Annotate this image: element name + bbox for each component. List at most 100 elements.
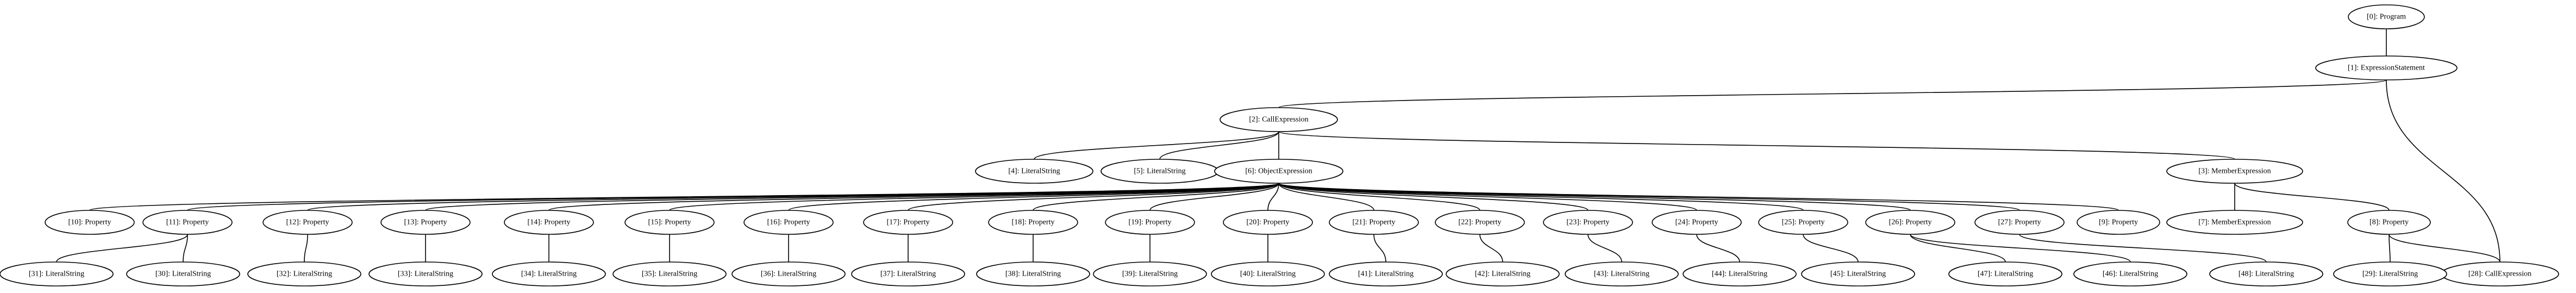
node-literal-string: [32]: LiteralString	[247, 261, 361, 286]
node-expression-statement: [1]: ExpressionStatement	[2315, 55, 2458, 80]
tree-edge	[183, 234, 188, 263]
tree-edge	[1479, 234, 1503, 263]
node-program: [0]: Program	[2348, 4, 2425, 29]
svg-text:[22]: Property: [22]: Property	[1459, 219, 1502, 227]
svg-text:[5]: LiteralString: [5]: LiteralString	[1134, 167, 1185, 176]
tree-edge	[187, 183, 1279, 211]
svg-text:[29]: LiteralString: [29]: LiteralString	[2362, 270, 2418, 278]
tree-edge	[1149, 183, 1279, 211]
svg-text:[28]: CallExpression: [28]: CallExpression	[2468, 270, 2531, 278]
svg-text:[45]: LiteralString: [45]: LiteralString	[1830, 270, 1886, 278]
svg-text:[11]: Property: [11]: Property	[166, 219, 209, 227]
svg-text:[31]: LiteralString: [31]: LiteralString	[29, 270, 84, 278]
svg-text:[15]: Property: [15]: Property	[648, 219, 691, 227]
svg-text:[14]: Property: [14]: Property	[528, 219, 571, 227]
tree-edge	[1278, 183, 1911, 211]
edge-layer	[56, 28, 2500, 263]
node-property: [18]: Property	[988, 210, 1078, 235]
node-property: [11]: Property	[142, 210, 233, 235]
node-property: [13]: Property	[380, 210, 471, 235]
svg-text:[33]: LiteralString: [33]: LiteralString	[398, 270, 453, 278]
node-property: [19]: Property	[1105, 210, 1195, 235]
tree-edge	[2389, 234, 2500, 263]
svg-text:[6]: ObjectExpression: [6]: ObjectExpression	[1245, 167, 1312, 176]
svg-text:[25]: Property: [25]: Property	[1782, 219, 1825, 227]
node-call-expression: [2]: CallExpression	[1220, 107, 1338, 132]
svg-text:[16]: Property: [16]: Property	[767, 219, 810, 227]
svg-text:[24]: Property: [24]: Property	[1675, 219, 1718, 227]
svg-text:[19]: Property: [19]: Property	[1129, 219, 1172, 227]
tree-edge	[1910, 234, 2131, 263]
svg-text:[39]: LiteralString: [39]: LiteralString	[1122, 270, 1178, 278]
svg-text:[36]: LiteralString: [36]: LiteralString	[761, 270, 816, 278]
svg-text:[44]: LiteralString: [44]: LiteralString	[1712, 270, 1767, 278]
node-property: [26]: Property	[1865, 210, 1955, 235]
svg-text:[32]: LiteralString: [32]: LiteralString	[277, 270, 332, 278]
node-member-expression: [7]: MemberExpression	[2166, 210, 2303, 235]
tree-edge	[1373, 234, 1386, 263]
tree-edge	[1910, 234, 2006, 263]
tree-edge	[1278, 183, 1589, 211]
svg-text:[48]: LiteralString: [48]: LiteralString	[2239, 270, 2294, 278]
tree-edge	[2234, 183, 2390, 211]
svg-text:[17]: Property: [17]: Property	[887, 219, 930, 227]
svg-text:[27]: Property: [27]: Property	[1998, 219, 2041, 227]
svg-text:[35]: LiteralString: [35]: LiteralString	[642, 270, 697, 278]
node-layer: [0]: Program [1]: ExpressionStatement [2…	[0, 4, 2559, 286]
svg-text:[46]: LiteralString: [46]: LiteralString	[2103, 270, 2158, 278]
node-literal-string: [5]: LiteralString	[1101, 159, 1219, 184]
node-literal-string: [48]: LiteralString	[2209, 261, 2323, 286]
tree-edge	[548, 183, 1279, 211]
svg-text:[1]: ExpressionStatement: [1]: ExpressionStatement	[2348, 64, 2425, 72]
node-property: [14]: Property	[504, 210, 594, 235]
node-property: [16]: Property	[743, 210, 834, 235]
node-literal-string: [45]: LiteralString	[1801, 261, 1915, 286]
node-literal-string: [31]: LiteralString	[0, 261, 114, 286]
svg-text:[4]: LiteralString: [4]: LiteralString	[1008, 167, 1060, 176]
svg-text:[42]: LiteralString: [42]: LiteralString	[1475, 270, 1530, 278]
node-literal-string: [33]: LiteralString	[368, 261, 483, 286]
tree-edge	[788, 183, 1279, 211]
tree-edge	[1159, 131, 1279, 160]
tree-edge	[669, 183, 1279, 211]
svg-text:[41]: LiteralString: [41]: LiteralString	[1358, 270, 1414, 278]
tree-edge	[908, 183, 1279, 211]
svg-text:[38]: LiteralString: [38]: LiteralString	[1005, 270, 1061, 278]
node-property: [25]: Property	[1758, 210, 1848, 235]
svg-text:[30]: LiteralString: [30]: LiteralString	[155, 270, 211, 278]
node-literal-string: [42]: LiteralString	[1446, 261, 1560, 286]
node-property: [15]: Property	[624, 210, 715, 235]
svg-text:[47]: LiteralString: [47]: LiteralString	[1978, 270, 2033, 278]
node-literal-string: [37]: LiteralString	[851, 261, 965, 286]
svg-text:[9]: Property: [9]: Property	[2099, 219, 2138, 227]
svg-text:[18]: Property: [18]: Property	[1012, 219, 1055, 227]
node-literal-string: [41]: LiteralString	[1329, 261, 1443, 286]
svg-text:[21]: Property: [21]: Property	[1353, 219, 1396, 227]
node-literal-string: [43]: LiteralString	[1565, 261, 1679, 286]
node-literal-string: [47]: LiteralString	[1948, 261, 2062, 286]
node-literal-string: [40]: LiteralString	[1211, 261, 1325, 286]
svg-text:[7]: MemberExpression: [7]: MemberExpression	[2198, 219, 2271, 227]
node-property: [21]: Property	[1329, 210, 1419, 235]
svg-text:[40]: LiteralString: [40]: LiteralString	[1240, 270, 1296, 278]
node-property: [12]: Property	[262, 210, 353, 235]
tree-edge	[1278, 183, 1374, 211]
svg-text:[10]: Property: [10]: Property	[68, 219, 111, 227]
node-literal-string: [39]: LiteralString	[1093, 261, 1207, 286]
node-property: [8]: Property	[2347, 210, 2431, 235]
node-literal-string: [36]: LiteralString	[731, 261, 846, 286]
tree-edge	[56, 234, 188, 263]
svg-text:[13]: Property: [13]: Property	[404, 219, 447, 227]
node-property: [24]: Property	[1652, 210, 1742, 235]
node-property: [23]: Property	[1543, 210, 1633, 235]
node-object-expression: [6]: ObjectExpression	[1214, 159, 1343, 184]
node-literal-string: [4]: LiteralString	[975, 159, 1093, 184]
svg-text:[12]: Property: [12]: Property	[286, 219, 329, 227]
svg-text:[23]: Property: [23]: Property	[1567, 219, 1610, 227]
node-property: [20]: Property	[1223, 210, 1313, 235]
tree-edge	[1587, 234, 1622, 263]
node-literal-string: [46]: LiteralString	[2073, 261, 2187, 286]
svg-text:[2]: CallExpression: [2]: CallExpression	[1249, 116, 1308, 124]
tree-edge	[1278, 183, 1697, 211]
node-member-expression: [3]: MemberExpression	[2166, 159, 2303, 184]
